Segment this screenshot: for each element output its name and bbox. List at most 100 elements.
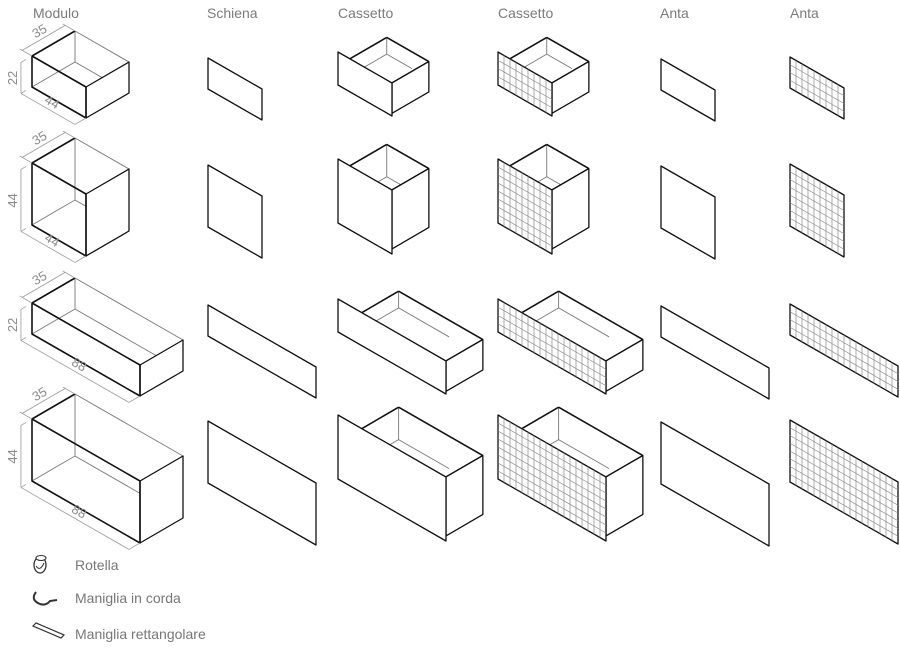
module-right-side [85, 61, 130, 119]
schiena-panel-3-face [207, 304, 317, 399]
grid-line [497, 446, 607, 510]
drawer-right-side [551, 60, 590, 115]
anta-panel-3 [660, 305, 770, 400]
width-dimension-label: 88 [69, 501, 89, 521]
module-inner-bottom-side [31, 199, 76, 226]
drawer-back-top [398, 290, 484, 341]
header-schiena: Schiena [207, 5, 258, 21]
cassetto-4-front [337, 414, 447, 542]
grid-line [497, 59, 553, 92]
schiena-panel-1 [207, 57, 263, 121]
grid-line [497, 430, 607, 494]
anta-panel-1-face [660, 58, 716, 122]
grid-line [497, 198, 553, 231]
anta-grid-panel-1 [789, 56, 845, 120]
grid-line [497, 166, 553, 199]
drawer-back-top [398, 406, 484, 457]
schiena-panel-3 [207, 304, 317, 399]
drawer-side-top [361, 406, 400, 430]
module-right-side [139, 339, 184, 397]
dimension-extension [62, 386, 76, 395]
width-dimension-line [20, 93, 76, 125]
cassetto-1-front-face [337, 51, 393, 117]
rectangular-handle-icon [31, 622, 66, 639]
grid-line [789, 311, 899, 375]
dimension-extension [19, 48, 33, 57]
grid-line [497, 214, 553, 247]
grid-line [497, 182, 553, 215]
grid-line [497, 323, 607, 387]
cassetto-grid-4 [497, 406, 644, 542]
drawer-inner-edge [520, 53, 547, 70]
drawer-right-side [605, 338, 644, 393]
grid-line [497, 462, 607, 526]
dimension-extension [20, 228, 27, 232]
drawer-inner-edge [558, 307, 610, 338]
depth-dimension-label: 35 [29, 384, 49, 404]
cassetto-3 [337, 290, 484, 395]
rope-handle-icon [32, 591, 58, 606]
anta-panel-4-face [660, 421, 770, 547]
grid-line [497, 454, 607, 518]
anta-panel-4 [660, 421, 770, 547]
grid-line [789, 202, 845, 235]
dimension-extension [19, 155, 33, 164]
drawer-right-side [551, 167, 590, 250]
grid-line [789, 171, 845, 204]
drawer-back-top [386, 36, 430, 63]
dimension-extension [20, 166, 27, 170]
header-cassetto: Cassetto [338, 5, 393, 21]
module-front-opening [31, 55, 87, 119]
header-anta-grid: Anta [790, 5, 819, 21]
cassetto-3-front-face [337, 298, 447, 395]
dimension-extension [62, 23, 76, 32]
rotella-icon [33, 554, 47, 574]
drawer-back-top [386, 143, 430, 170]
drawer-side-top [361, 290, 400, 314]
cassetto-1-front [337, 51, 393, 117]
module-top-left-edge [31, 30, 76, 57]
dimension-extension [74, 255, 87, 263]
cassetto-2 [337, 143, 430, 255]
depth-dimension-line [21, 272, 66, 298]
cassetto-3-front [337, 298, 447, 395]
anta-grid-panel-4 [789, 419, 899, 545]
dimension-extension [19, 411, 33, 420]
depth-dimension-line [21, 25, 66, 51]
dimension-extension [128, 395, 141, 403]
drawer-back-top [546, 143, 590, 170]
grid-line [789, 64, 845, 97]
drawer-side-top [509, 143, 548, 167]
cassetto-grid-2 [497, 143, 590, 255]
grid-line [789, 186, 845, 219]
width-dimension-line [20, 231, 76, 263]
drawer-side-top [509, 36, 548, 60]
module-right-side [139, 455, 184, 544]
column-headers: Modulo Schiena Cassetto Cassetto Anta An… [33, 5, 819, 21]
grid-line [789, 473, 899, 537]
module-front-opening [31, 302, 141, 397]
schiena-panel-4-face [207, 420, 317, 546]
anta-panel-1 [660, 58, 716, 122]
drawer-back-top [558, 290, 644, 341]
grid-line [497, 470, 607, 534]
header-modulo: Modulo [33, 5, 79, 21]
grid-line [497, 190, 553, 223]
cassetto-4-front-face [337, 414, 447, 542]
grid-line [789, 466, 899, 529]
anta-grid-panel-3 [789, 303, 899, 398]
drawer-right-side [445, 338, 484, 393]
depth-dimension-line [21, 132, 66, 158]
cassetto-grid-2-front [497, 158, 553, 255]
grid-line [789, 319, 899, 382]
drawer-side-top [349, 143, 388, 167]
width-dimension-line [20, 487, 130, 550]
grid-line [497, 76, 553, 109]
drawer-side-top [349, 36, 388, 60]
grid-line [789, 427, 899, 491]
module-inner-bottom-side [31, 61, 76, 88]
